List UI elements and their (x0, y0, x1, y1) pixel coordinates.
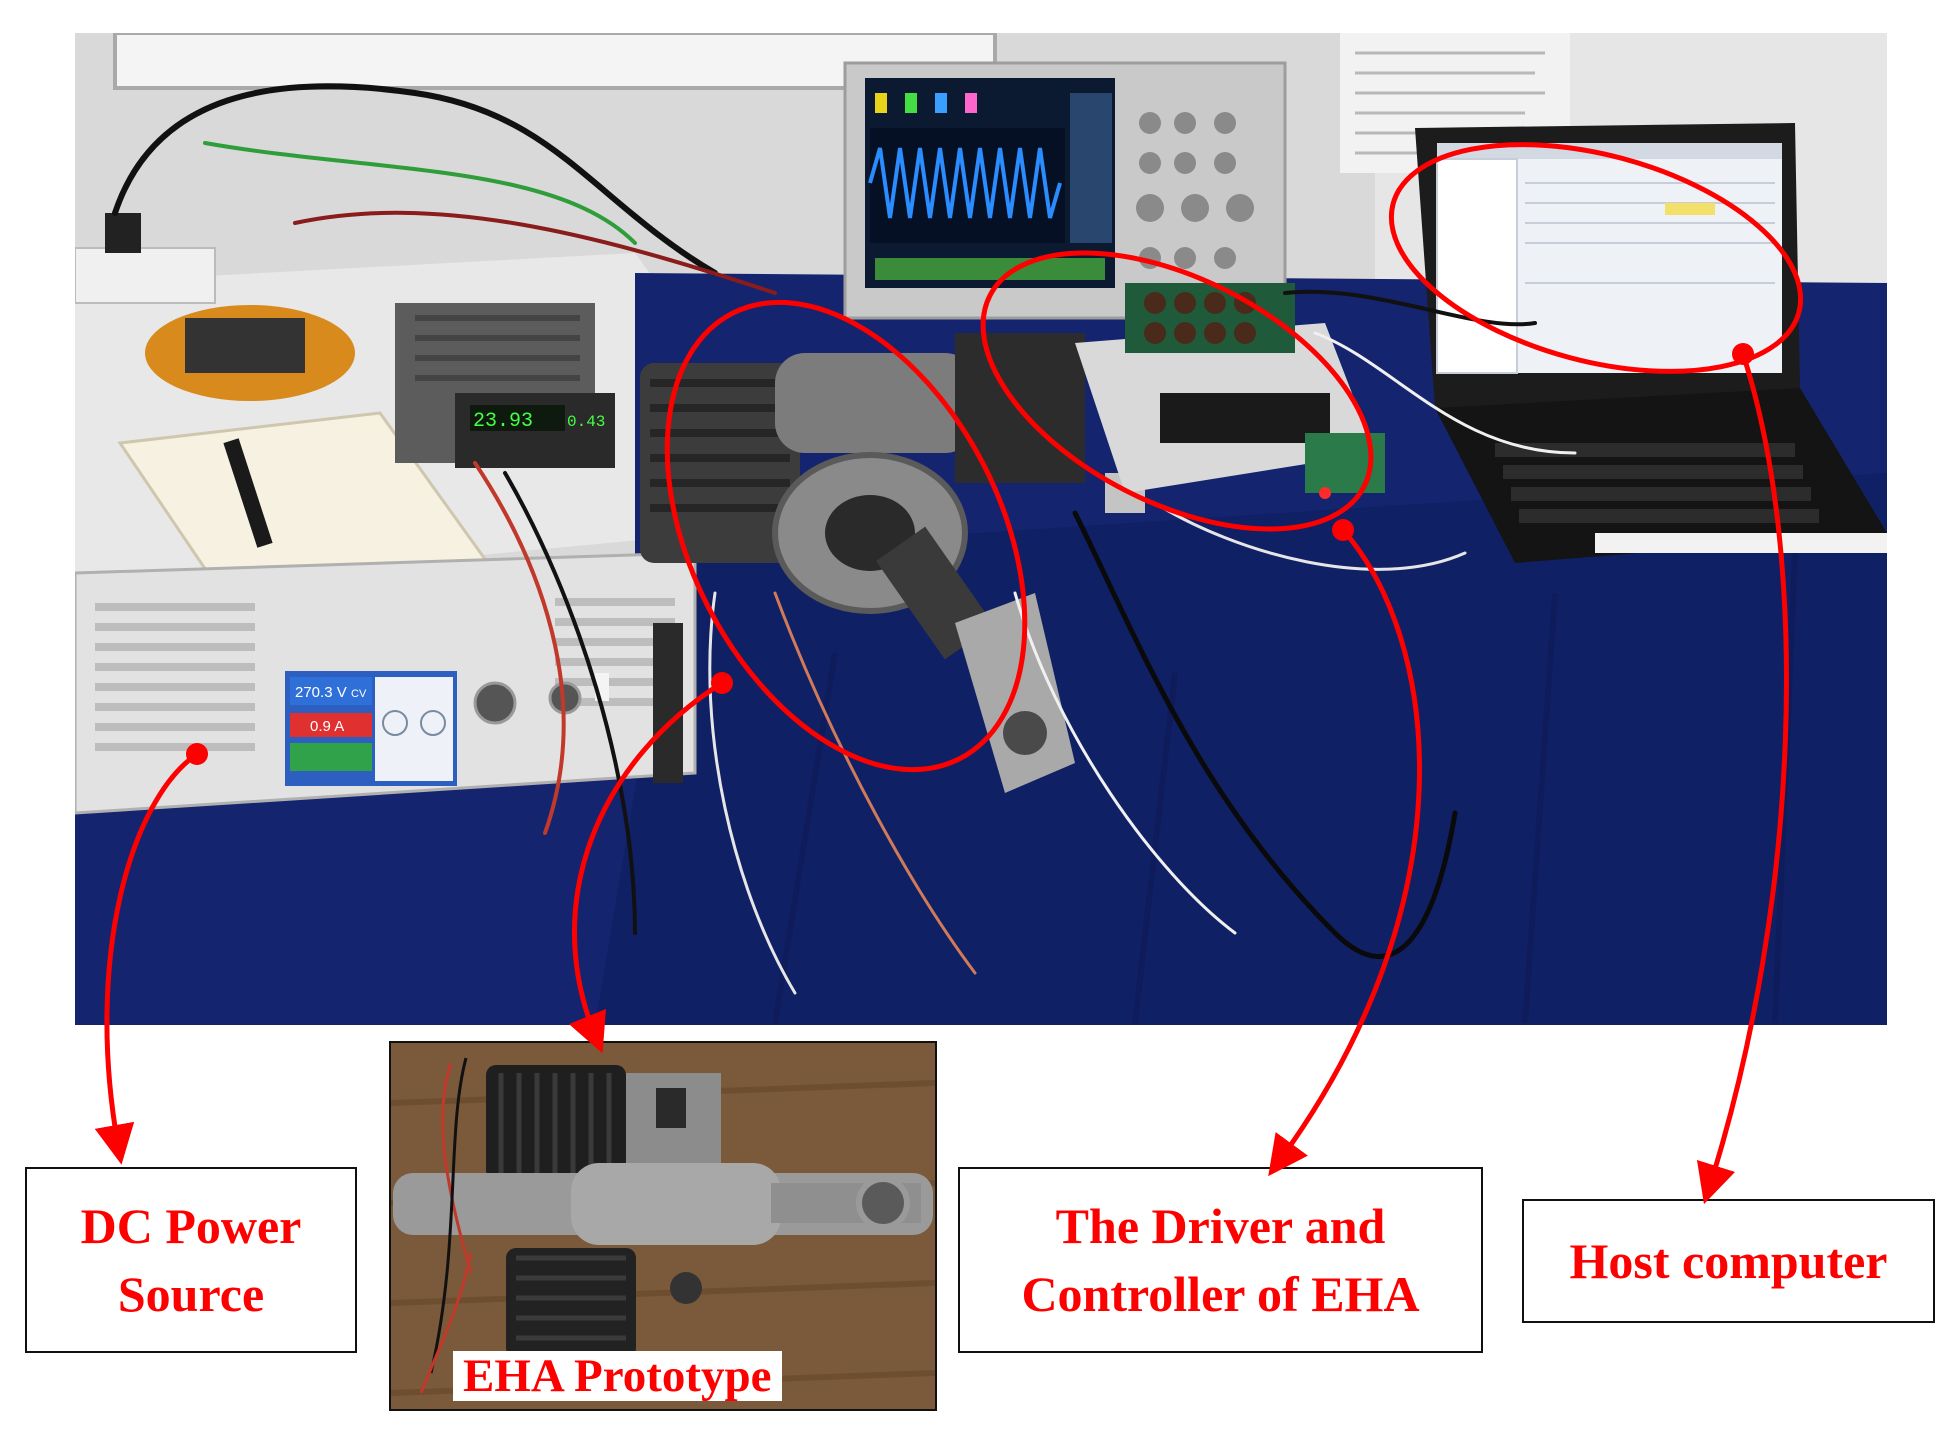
psu-current-readout: 0.9 A (310, 718, 344, 735)
psu-mode-readout: CV (351, 688, 367, 700)
driver-controller-label-line1: The Driver and (1055, 1198, 1386, 1254)
dc-power-source-label: DC Power Source (25, 1167, 357, 1353)
host-computer-label-text: Host computer (1569, 1233, 1888, 1289)
host-computer-label: Host computer (1522, 1199, 1935, 1323)
test-bench-photo: 23.93 0.43 270.3 V CV 0.9 A (75, 33, 1887, 1025)
psu-voltage-readout: 270.3 V (295, 684, 347, 701)
driver-controller-label: The Driver and Controller of EHA (958, 1167, 1483, 1353)
dc-power-source-label-line1: DC Power (80, 1198, 302, 1254)
bench-supply-current: 0.43 (567, 413, 605, 431)
eha-prototype-photo (391, 1043, 935, 1409)
bench-supply-voltage: 23.93 (473, 410, 533, 433)
dc-power-source-label-line2: Source (117, 1266, 265, 1322)
driver-controller-label-line2: Controller of EHA (1021, 1266, 1420, 1322)
eha-prototype-label: EHA Prototype (453, 1351, 782, 1401)
eha-prototype-inset: EHA Prototype (389, 1041, 937, 1411)
